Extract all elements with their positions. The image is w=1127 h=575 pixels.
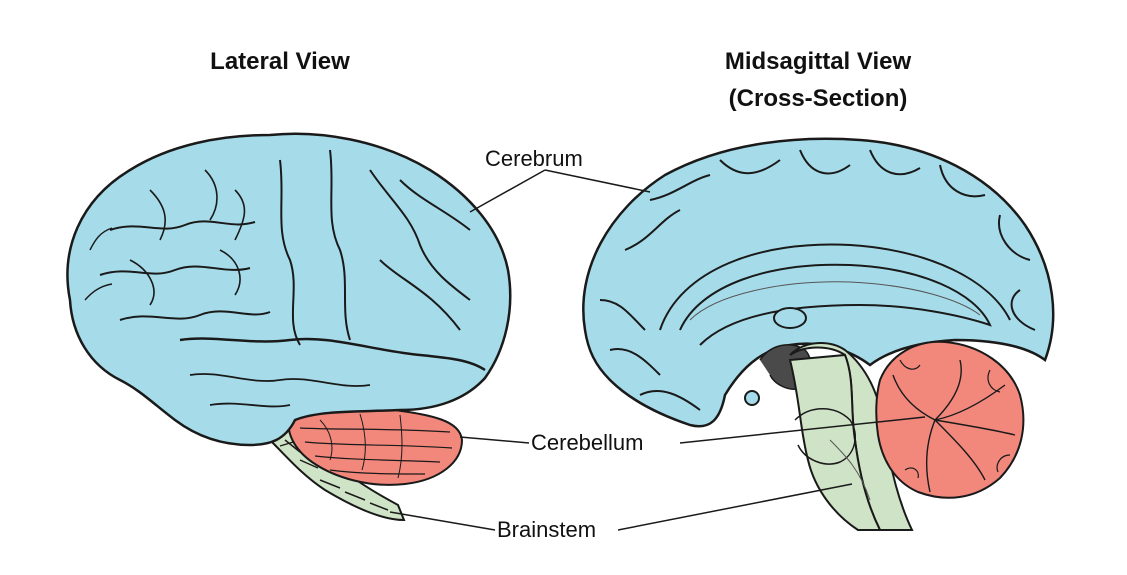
mid-cerebellum xyxy=(875,340,1025,499)
cerebrum-leader-right xyxy=(544,169,651,193)
cerebellum-label: Cerebellum xyxy=(531,430,644,455)
midsagittal-view-title: Midsagittal View xyxy=(724,48,912,75)
cerebrum-label: Cerebrum xyxy=(485,146,583,171)
lateral-view-title: Lateral View xyxy=(210,48,350,75)
cerebellum-leader-left xyxy=(459,436,530,444)
brainstem-leader-right xyxy=(617,483,853,531)
cerebellum-leader-right xyxy=(679,416,926,444)
lateral-cerebrum xyxy=(66,132,512,447)
brainstem-label: Brainstem xyxy=(497,517,597,542)
midsagittal-view-subtitle: (Cross-Section) xyxy=(728,85,908,112)
mid-brainstem xyxy=(788,342,914,531)
leader-lines xyxy=(389,169,926,531)
brainstem-leader-left xyxy=(389,511,496,531)
lateral-cerebellum xyxy=(287,404,464,486)
mid-cerebrum xyxy=(582,137,1055,428)
cerebrum-leader-left xyxy=(469,169,546,213)
